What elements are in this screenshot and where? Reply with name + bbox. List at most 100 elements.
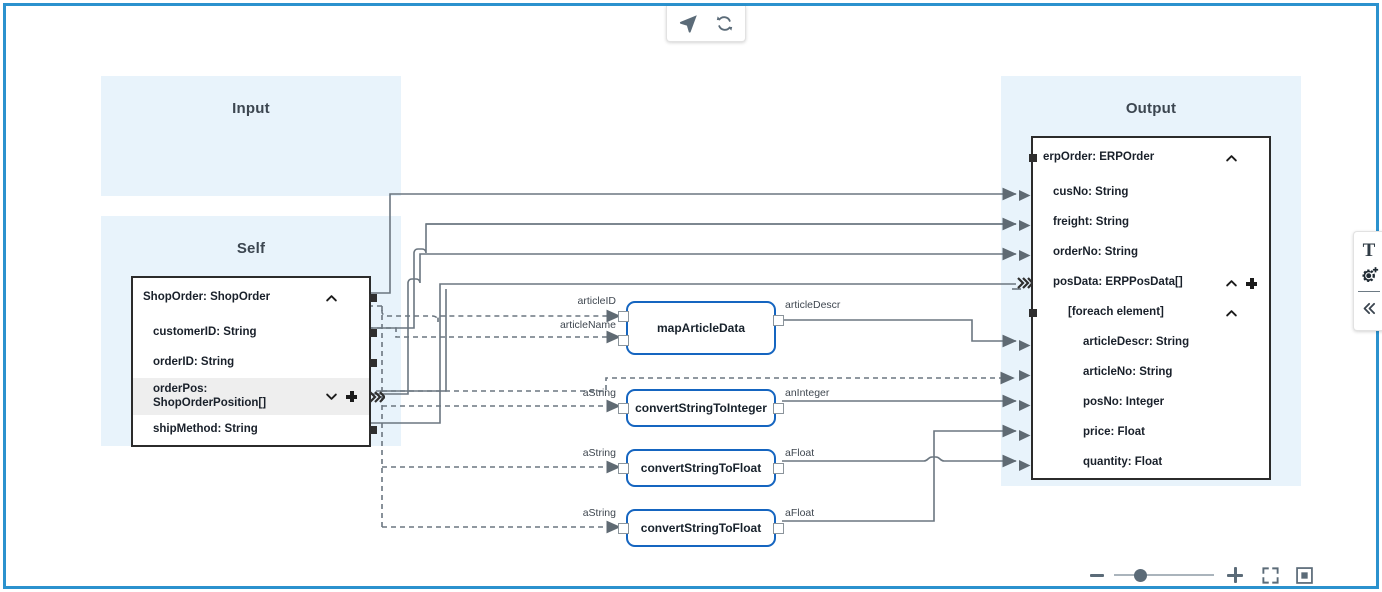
function-node-convert-string-to-float-2[interactable]: convertStringToFloat [626, 509, 776, 547]
input-panel-title: Input [232, 100, 270, 117]
fit-to-screen-icon[interactable] [1258, 563, 1282, 587]
shop-order-node[interactable]: ShopOrder: ShopOrder customerID: String or… [131, 276, 386, 447]
port-label: articleID [577, 295, 616, 307]
zoom-slider[interactable] [1114, 564, 1214, 586]
function-node-label: convertStringToInteger [635, 401, 767, 415]
node-field-label: customerID: String [153, 326, 257, 339]
node-field-row[interactable]: orderID: String [133, 348, 369, 378]
navigation-arrow-icon[interactable] [675, 11, 701, 37]
function-input-port[interactable] [618, 523, 629, 534]
zoom-toolbar [1086, 562, 1316, 588]
array-port-chevrons-icon [1017, 276, 1034, 290]
add-element-plus-icon[interactable] [341, 387, 361, 407]
node-field-row[interactable]: orderPos: ShopOrderPosition[] [133, 378, 369, 415]
node-field-row[interactable]: quantity: Float [1033, 448, 1269, 478]
row-spacer [1241, 453, 1261, 473]
function-node-label: mapArticleData [656, 321, 746, 335]
port-label: articleName [559, 319, 616, 331]
node-header-row[interactable]: ShopOrder: ShopOrder [133, 278, 369, 318]
row-spacer [1221, 423, 1241, 443]
add-element-plus-icon[interactable] [1241, 273, 1261, 293]
port-label: aString [582, 387, 616, 399]
refresh-sync-icon[interactable] [711, 11, 737, 37]
input-port-arrow-icon [1019, 458, 1031, 471]
row-spacer [1241, 148, 1261, 168]
node-field-row[interactable]: cusNo: String [1033, 178, 1269, 208]
collapse-chevron-up-icon[interactable] [1221, 273, 1241, 293]
port-square-icon [1029, 154, 1037, 162]
input-port-arrow-icon [1019, 428, 1031, 441]
node-field-label: [foreach element] [1068, 306, 1164, 319]
node-field-label: shipMethod: String [153, 423, 258, 436]
node-field-row[interactable]: articleDescr: String [1033, 328, 1269, 358]
node-field-row[interactable]: freight: String [1033, 208, 1269, 238]
text-T-icon[interactable]: T [1356, 237, 1382, 263]
input-port-arrow-icon [1019, 248, 1031, 261]
function-input-port[interactable] [618, 463, 629, 474]
erp-order-node[interactable]: erpOrder: ERPOrder cusNo: String freight: … [1017, 136, 1271, 480]
row-spacer [1221, 333, 1241, 353]
port-label: aString [582, 507, 616, 519]
collapse-chevron-up-icon[interactable] [321, 288, 341, 308]
row-spacer [341, 353, 361, 373]
row-spacer [1241, 423, 1261, 443]
row-spacer [321, 353, 341, 373]
node-field-label: orderNo: String [1053, 246, 1138, 259]
function-node-map-article-data[interactable]: mapArticleData [626, 301, 776, 355]
node-field-row[interactable]: articleNo: String [1033, 358, 1269, 388]
function-output-port[interactable] [773, 523, 784, 534]
toolbar-divider [1358, 291, 1380, 292]
row-spacer [1241, 303, 1261, 323]
node-field-row[interactable]: [foreach element] [1033, 298, 1269, 328]
row-spacer [1241, 393, 1261, 413]
node-field-row[interactable]: orderNo: String [1033, 238, 1269, 268]
function-node-convert-string-to-float-1[interactable]: convertStringToFloat [626, 449, 776, 487]
row-spacer [1241, 243, 1261, 263]
expand-chevron-down-icon[interactable] [321, 387, 341, 407]
actual-size-icon[interactable] [1292, 563, 1316, 587]
node-field-row[interactable]: customerID: String [133, 318, 369, 348]
function-input-port[interactable] [618, 311, 629, 322]
zoom-out-button[interactable] [1086, 564, 1108, 586]
chevron-double-left-icon[interactable] [1356, 295, 1382, 321]
zoom-slider-handle[interactable] [1134, 569, 1147, 582]
port-square-icon [369, 359, 377, 367]
port-label: aString [582, 447, 616, 459]
node-field-label: orderPos: ShopOrderPosition[] [153, 383, 267, 409]
zoom-slider-rail [1114, 574, 1214, 576]
row-spacer [341, 420, 361, 440]
node-field-label: ShopOrder: ShopOrder [143, 291, 271, 304]
node-field-label: articleNo: String [1083, 366, 1173, 379]
row-spacer [321, 323, 341, 343]
function-output-port[interactable] [773, 463, 784, 474]
node-field-label: cusNo: String [1053, 186, 1129, 199]
right-toolbar: T [1353, 231, 1382, 331]
collapse-chevron-up-icon[interactable] [1221, 148, 1241, 168]
function-output-port[interactable] [773, 315, 784, 326]
node-header-row[interactable]: erpOrder: ERPOrder [1033, 138, 1269, 178]
port-square-icon [1029, 309, 1037, 317]
function-node-label: convertStringToFloat [640, 521, 762, 535]
input-port-arrow-icon [1019, 368, 1031, 381]
output-panel-title: Output [1125, 100, 1177, 117]
node-field-label: price: Float [1083, 426, 1145, 439]
function-node-convert-string-to-integer[interactable]: convertStringToInteger [626, 389, 776, 427]
node-field-row[interactable]: posData: ERPPosData[] [1033, 268, 1269, 298]
node-field-row[interactable]: shipMethod: String [133, 415, 369, 445]
port-square-icon [369, 426, 377, 434]
collapse-chevron-up-icon[interactable] [1221, 303, 1241, 323]
top-toolbar [666, 6, 746, 42]
row-spacer [1221, 393, 1241, 413]
function-output-port[interactable] [773, 403, 784, 414]
add-function-icon[interactable] [1356, 263, 1382, 289]
node-field-row[interactable]: price: Float [1033, 418, 1269, 448]
function-input-port[interactable] [618, 403, 629, 414]
row-spacer [1221, 183, 1241, 203]
node-field-label: articleDescr: String [1083, 336, 1190, 349]
function-input-port[interactable] [618, 335, 629, 346]
zoom-in-button[interactable] [1222, 562, 1248, 588]
node-field-row[interactable]: posNo: Integer [1033, 388, 1269, 418]
row-spacer [1221, 453, 1241, 473]
